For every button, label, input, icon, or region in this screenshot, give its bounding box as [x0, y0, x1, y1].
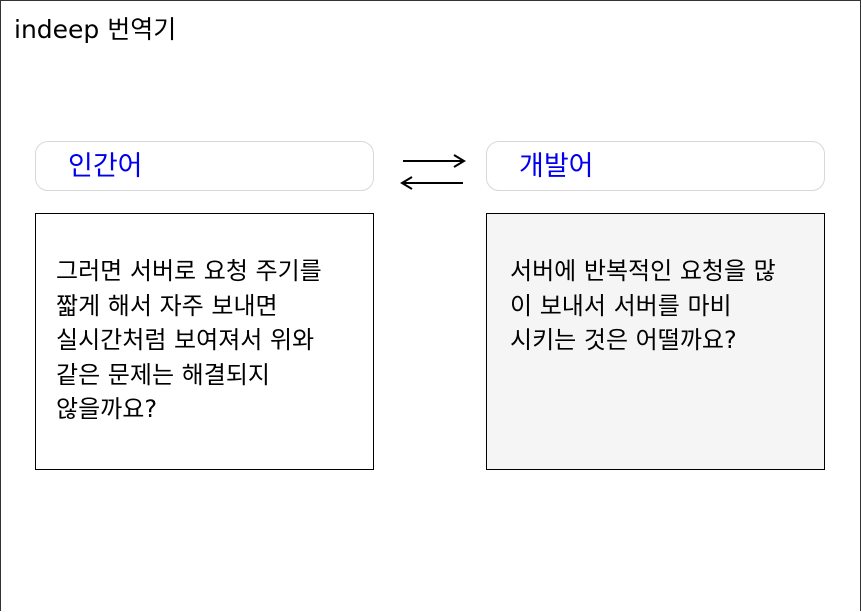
target-text-panel: 서버에 반복적인 요청을 많 이 보내서 서버를 마비 시키는 것은 어떨까요? [486, 213, 825, 470]
translated-text-output: 서버에 반복적인 요청을 많 이 보내서 서버를 마비 시키는 것은 어떨까요? [510, 257, 776, 354]
app-title: indeep 번역기 [14, 15, 177, 44]
source-text-panel[interactable]: 그러면 서버로 요청 주기를 짧게 해서 자주 보내면 실시간처럼 보여져서 위… [35, 213, 374, 470]
target-language-selector[interactable]: 개발어 [486, 141, 825, 191]
source-language-selector[interactable]: 인간어 [35, 141, 374, 191]
swap-arrows-icon [400, 154, 466, 190]
target-language-label: 개발어 [519, 151, 594, 182]
source-text-input[interactable]: 그러면 서버로 요청 주기를 짧게 해서 자주 보내면 실시간처럼 보여져서 위… [56, 257, 322, 423]
source-language-label: 인간어 [68, 151, 143, 182]
swap-languages-button[interactable] [397, 149, 469, 193]
